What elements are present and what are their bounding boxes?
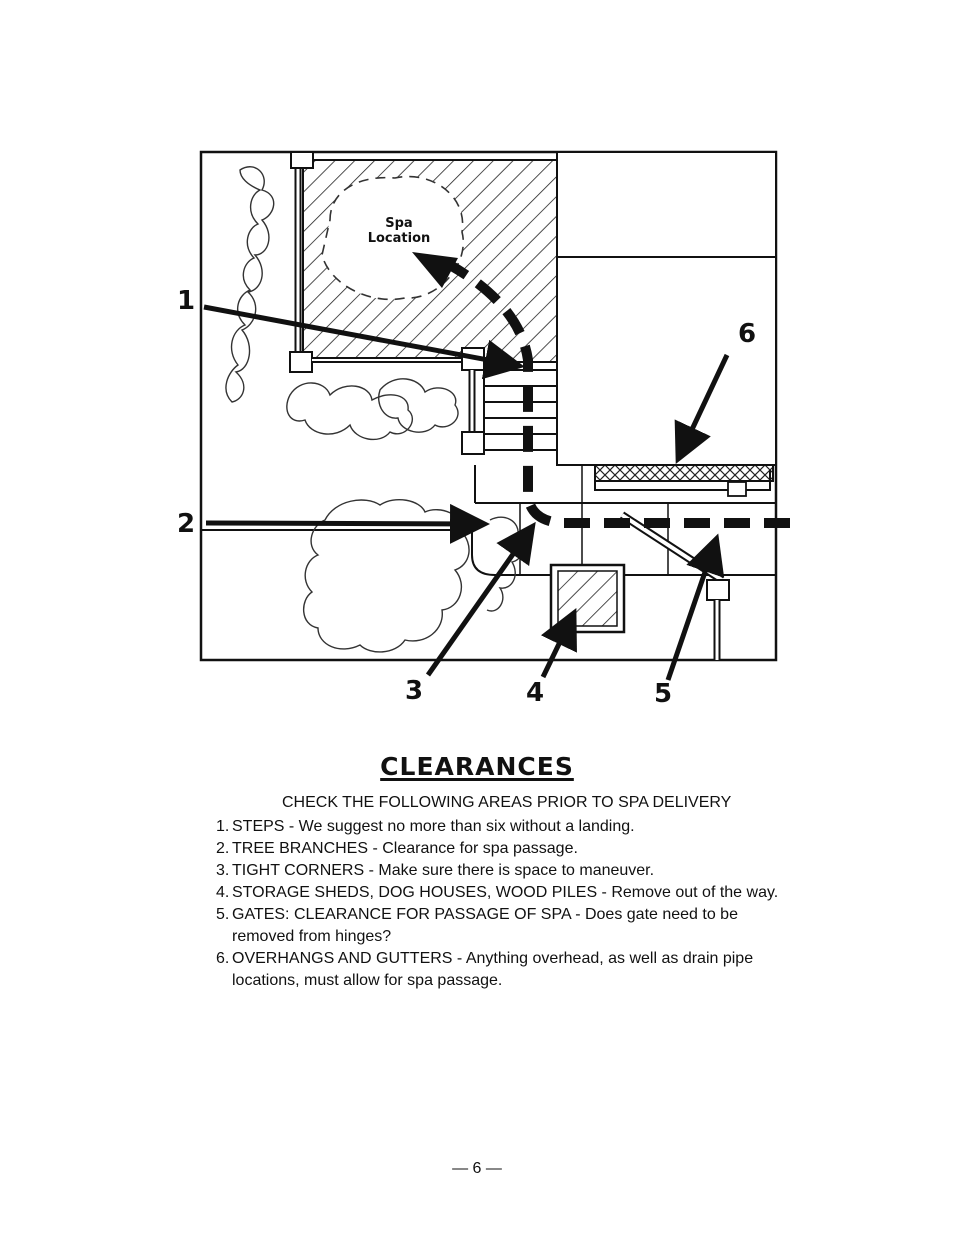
item-number: 4. <box>216 884 230 901</box>
house-upper <box>556 151 777 258</box>
item-text: TIGHT CORNERS - Make sure there is space… <box>232 862 655 879</box>
list-item: 4.STORAGE SHEDS, DOG HOUSES, WOOD PILES … <box>216 882 796 904</box>
list-item: 2.TREE BRANCHES - Clearance for spa pass… <box>216 838 796 860</box>
item-text: OVERHANGS AND GUTTERS - Anything overhea… <box>232 950 754 989</box>
list-item: 3.TIGHT CORNERS - Make sure there is spa… <box>216 860 796 882</box>
item-number: 1. <box>216 818 230 835</box>
callout-3: 3 <box>405 676 423 706</box>
callout-4: 4 <box>526 678 544 708</box>
callout-6: 6 <box>738 319 756 349</box>
item-text: TREE BRANCHES - Clearance for spa passag… <box>232 840 578 857</box>
item-text: STEPS - We suggest no more than six with… <box>232 818 635 835</box>
clearance-checklist: 1.STEPS - We suggest no more than six wi… <box>216 816 796 992</box>
tree <box>225 166 275 403</box>
callout-arrows <box>203 304 730 681</box>
house <box>556 256 777 466</box>
spa-path-arrowhead <box>412 252 458 288</box>
item-number: 6. <box>216 950 230 967</box>
callout-5: 5 <box>654 679 672 709</box>
item-number: 3. <box>216 862 230 879</box>
spa-delivery-path <box>447 260 790 528</box>
list-item: 5.GATES: CLEARANCE FOR PASSAGE OF SPA - … <box>216 904 796 948</box>
tree <box>303 498 470 653</box>
page-number: — 6 — <box>452 1160 502 1177</box>
spa-label-line1: Spa <box>385 216 412 231</box>
callout-2: 2 <box>177 509 195 539</box>
item-text: STORAGE SHEDS, DOG HOUSES, WOOD PILES - … <box>232 884 779 901</box>
steps <box>483 369 558 451</box>
clearances-diagram: Spa Location <box>177 150 790 709</box>
item-number: 2. <box>216 840 230 857</box>
list-item: 1.STEPS - We suggest no more than six wi… <box>216 816 796 838</box>
fence-post <box>289 351 313 373</box>
gutter <box>594 464 774 482</box>
shrub <box>286 382 414 441</box>
gate-post <box>706 579 730 601</box>
fence-post <box>290 151 314 169</box>
item-text: GATES: CLEARANCE FOR PASSAGE OF SPA - Do… <box>232 906 738 945</box>
item-number: 5. <box>216 906 230 923</box>
heading-text: CLEARANCES <box>380 752 574 781</box>
spa-label-line2: Location <box>368 231 431 246</box>
fence-post <box>461 431 485 455</box>
subheading: CHECK THE FOLLOWING AREAS PRIOR TO SPA D… <box>282 794 732 811</box>
callout-1: 1 <box>177 286 195 316</box>
shrub <box>378 378 459 433</box>
section-heading: CLEARANCES <box>0 752 954 781</box>
downspout <box>727 481 747 497</box>
list-item: 6.OVERHANGS AND GUTTERS - Anything overh… <box>216 948 796 992</box>
